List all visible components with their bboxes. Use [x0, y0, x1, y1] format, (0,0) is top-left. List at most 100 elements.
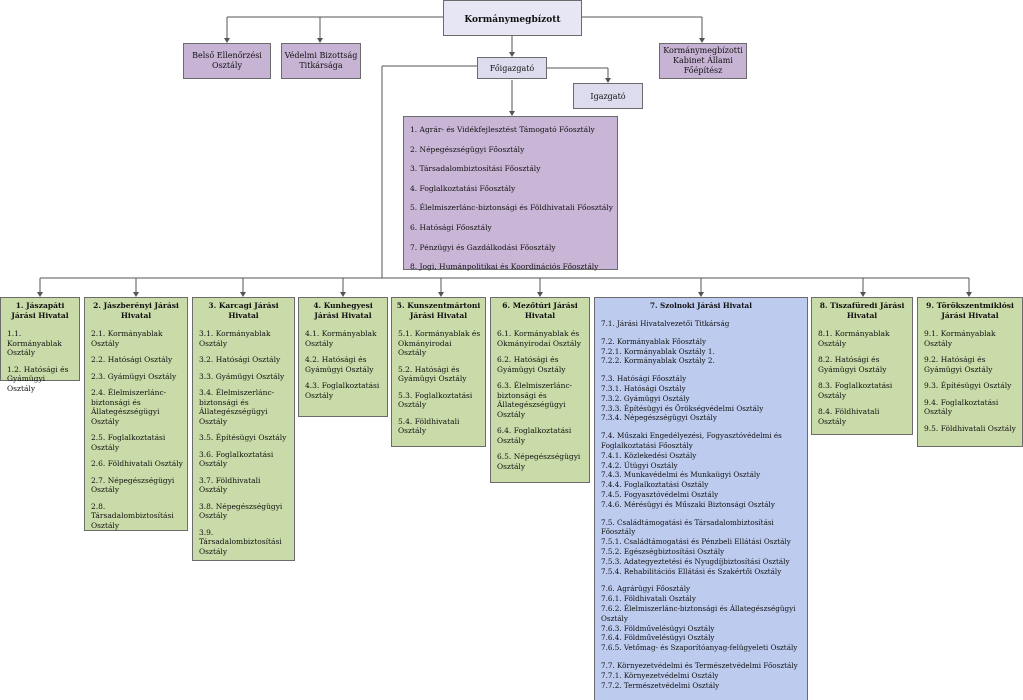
- office-title: 1. Jászapáti Járási Hivatal: [11, 301, 69, 320]
- office-item: 9.2. Hatósági és Gyámügyi Osztály: [924, 355, 993, 374]
- office-item: 7.3.3. Építésügyi és Örökségvédelmi Oszt…: [601, 403, 764, 413]
- office-item: 7.3.2. Gyámügyi Osztály: [601, 393, 690, 403]
- office-item: 4.3. Foglalkoztatási Osztály: [305, 381, 380, 400]
- office-item: 9.4. Foglalkoztatási Osztály: [924, 397, 999, 417]
- office-item: 7.7.1. Környezetvédelmi Osztály: [601, 670, 719, 680]
- office-item: 5.3. Foglalkoztatási Osztály: [398, 390, 473, 410]
- office-kunhegyes: 4. Kunhegyesi Járási Hivatal 4.1. Kormán…: [298, 297, 388, 417]
- office-item: 6.1. Kormányablak és Okmányirodai Osztál…: [497, 329, 581, 348]
- department-item: 5. Élelmiszerlánc-biztonsági és Földhiva…: [410, 203, 613, 213]
- cabinet-box: Kormánymegbízotti Kabinet Állami Főépíté…: [659, 43, 747, 79]
- office-item: 2.7. Népegészségügyi Osztály: [91, 475, 175, 495]
- office-item: 2.5. Foglalkoztatási Osztály: [91, 433, 166, 452]
- office-item: 8.1. Kormányablak Osztály: [818, 329, 890, 348]
- office-item: 4.1. Kormányablak Osztály: [305, 329, 377, 348]
- office-torokszentmiklos: 9. Törökszentmiklósi Járási Hivatal 9.1.…: [917, 297, 1023, 447]
- office-item: 7.3. Hatósági Főosztály: [601, 374, 687, 384]
- office-szolnok: 7. Szolnoki Járási Hivatal 7.1. Járási H…: [594, 297, 808, 700]
- office-item: 3.3. Gyámügyi Osztály: [199, 371, 285, 381]
- office-item: 3.6. Foglalkoztatási Osztály: [199, 449, 274, 469]
- office-item: 7.5.1. Családtámogatási és Pénzbeli Ellá…: [601, 537, 791, 547]
- office-item: 7.6.5. Vetőmag- és Szaporítóanyag-felügy…: [601, 643, 798, 653]
- office-item: 6.4. Foglalkoztatási Osztály: [497, 426, 572, 445]
- office-item: 7.2.1. Kormányablak Osztály 1.: [601, 346, 715, 356]
- office-item: 7.5. Családtámogatási és Társadalombizto…: [601, 517, 774, 537]
- office-item: 7.3.1. Hatósági Osztály: [601, 383, 686, 393]
- office-title: 4. Kunhegyesi Járási Hivatal: [313, 301, 373, 320]
- office-item: 7.5.2. Egészségbiztosítási Osztály: [601, 546, 725, 556]
- office-item: 2.8. Társadalombiztosítási Osztály: [91, 501, 174, 530]
- office-item: 7.7. Környezetvédelmi és Természetvédelm…: [601, 660, 798, 670]
- office-item: 6.5. Népegészségügyi Osztály: [497, 452, 581, 471]
- office-item: 6.3. Élelmiszerlánc-biztonsági és Állate…: [497, 381, 573, 419]
- office-tiszafured: 8. Tiszafüredi Járási Hivatal 8.1. Kormá…: [811, 297, 913, 435]
- office-jaszbereny: 2. Jászberényi Járási Hivatal 2.1. Kormá…: [84, 297, 188, 531]
- office-item: 3.9. Társadalombiztosítási Osztály: [199, 527, 282, 556]
- office-title: 8. Tiszafüredi Járási Hivatal: [819, 301, 905, 320]
- director-general-box: Főigazgató: [477, 57, 547, 79]
- office-item: 7.4.3. Munkavédelmi és Munkaügyi Osztály: [601, 470, 761, 480]
- office-item: 8.4. Földhivatali Osztály: [818, 407, 880, 426]
- office-item: 7.5.3. Adategyeztetési és Nyugdíjbiztosí…: [601, 556, 790, 566]
- office-kunszentmarton: 5. Kunszentmártoni Járási Hivatal 5.1. K…: [391, 297, 486, 447]
- office-item: 4.2. Hatósági és Gyámügyi Osztály: [305, 355, 374, 374]
- office-title: 5. Kunszentmártoni Járási Hivatal: [396, 301, 481, 320]
- office-item: 8.2. Hatósági és Gyámügyi Osztály: [818, 355, 887, 374]
- defense-committee-box: Védelmi Bizottság Titkársága: [281, 43, 361, 79]
- office-item: 7.7.2. Természetvédelmi Osztály: [601, 680, 720, 690]
- office-mezotur: 6. Mezőtúri Járási Hivatal 6.1. Kormánya…: [490, 297, 590, 483]
- department-item: 7. Pénzügyi és Gazdálkodási Főosztály: [410, 242, 556, 252]
- office-item: 7.3.4. Népegészségügyi Osztály: [601, 413, 717, 423]
- office-item: 7.6.3. Földművelésügyi Osztály: [601, 623, 715, 633]
- office-item: 8.3. Foglalkoztatási Osztály: [818, 381, 893, 400]
- office-item: 3.7. Földhivatali Osztály: [199, 475, 261, 495]
- main-departments-box: 1. Agrár- és Vidékfejlesztést Támogató F…: [403, 116, 618, 271]
- office-title: 6. Mezőtúri Járási Hivatal: [502, 301, 578, 320]
- office-item: 6.2. Hatósági és Gyámügyi Osztály: [497, 355, 566, 374]
- office-item: 7.2.2. Kormányablak Osztály 2.: [601, 356, 715, 366]
- office-item: 2.6. Földhivatali Osztály: [91, 459, 183, 468]
- office-item: 7.1. Járási Hivatalvezetői Titkárság: [601, 319, 730, 328]
- office-item: 5.1. Kormányablak és Okmányirodai Osztál…: [398, 329, 481, 357]
- office-item: 2.4. Élelmiszerlánc-biztonsági és Állate…: [91, 388, 167, 426]
- office-item: 5.2. Hatósági és Gyámügyi Osztály: [398, 364, 467, 384]
- office-item: 2.1. Kormányablak Osztály: [91, 329, 163, 348]
- office-item: 7.2. Kormányablak Főosztály: [601, 336, 707, 346]
- office-item: 7.4.6. Mérésügyi és Műszaki Biztonsági O…: [601, 499, 775, 509]
- department-item: 2. Népegészségügyi Főosztály: [410, 144, 525, 154]
- office-title: 2. Jászberényi Járási Hivatal: [93, 301, 179, 320]
- office-jaszapati: 1. Jászapáti Járási Hivatal 1.1. Kormány…: [0, 297, 80, 393]
- office-item: 1.1. Kormányablak Osztály: [7, 329, 62, 357]
- department-item: 1. Agrár- és Vidékfejlesztést Támogató F…: [410, 125, 595, 134]
- office-item: 7.4.4. Foglalkoztatási Osztály: [601, 480, 709, 490]
- office-item: 1.2. Hatósági és Gyámügyi Osztály: [7, 364, 69, 393]
- office-title: 7. Szolnoki Járási Hivatal: [650, 301, 752, 310]
- office-item: 9.3. Építésügyi Osztály: [924, 381, 1012, 390]
- office-item: 2.2. Hatósági Osztály: [91, 355, 173, 364]
- office-item: 7.6.4. Földművelésügyi Osztály: [601, 633, 715, 643]
- internal-audit-box: Belső Ellenőrzési Osztály: [183, 43, 271, 79]
- department-item: 6. Hatósági Főosztály: [410, 222, 492, 232]
- office-item: 7.6.2. Élelmiszerlánc-biztonsági és Álla…: [601, 603, 796, 623]
- office-karcag: 3. Karcagi Járási Hivatal 3.1. Kormányab…: [192, 297, 295, 561]
- office-item: 7.4.2. Útügyi Osztály: [601, 460, 678, 470]
- office-item: 3.1. Kormányablak Osztály: [199, 329, 271, 348]
- director-box: Igazgató: [573, 83, 643, 109]
- office-item: 7.5.4. Rehabilitációs Ellátási és Szakér…: [601, 566, 782, 576]
- office-item: 7.6.1. Földhivatali Osztály: [601, 594, 696, 604]
- office-item: 9.1. Kormányablak Osztály: [924, 329, 996, 348]
- office-item: 5.4. Földhivatali Osztály: [398, 416, 460, 436]
- office-title: 3. Karcagi Járási Hivatal: [208, 301, 279, 320]
- office-item: 2.3. Gyámügyi Osztály: [91, 371, 177, 381]
- office-title: 9. Törökszentmiklósi Járási Hivatal: [926, 301, 1014, 320]
- office-item: 3.2. Hatósági Osztály: [199, 355, 281, 364]
- department-item: 4. Foglalkoztatási Főosztály: [410, 183, 516, 193]
- office-item: 7.4.5. Fogyasztóvédelmi Osztály: [601, 489, 719, 499]
- office-item: 7.4.1. Közlekedési Osztály: [601, 450, 697, 460]
- office-item: 3.5. Építésügyi Osztály: [199, 433, 287, 442]
- office-item: 3.8. Népegészségügyi Osztály: [199, 501, 283, 521]
- office-item: 7.4. Műszaki Engedélyezési, Fogyasztóvéd…: [601, 431, 782, 450]
- government-commissioner-box: Kormánymegbízott: [443, 0, 582, 36]
- department-item: 8. Jogi, Humánpolitikai és Koordinációs …: [410, 262, 599, 272]
